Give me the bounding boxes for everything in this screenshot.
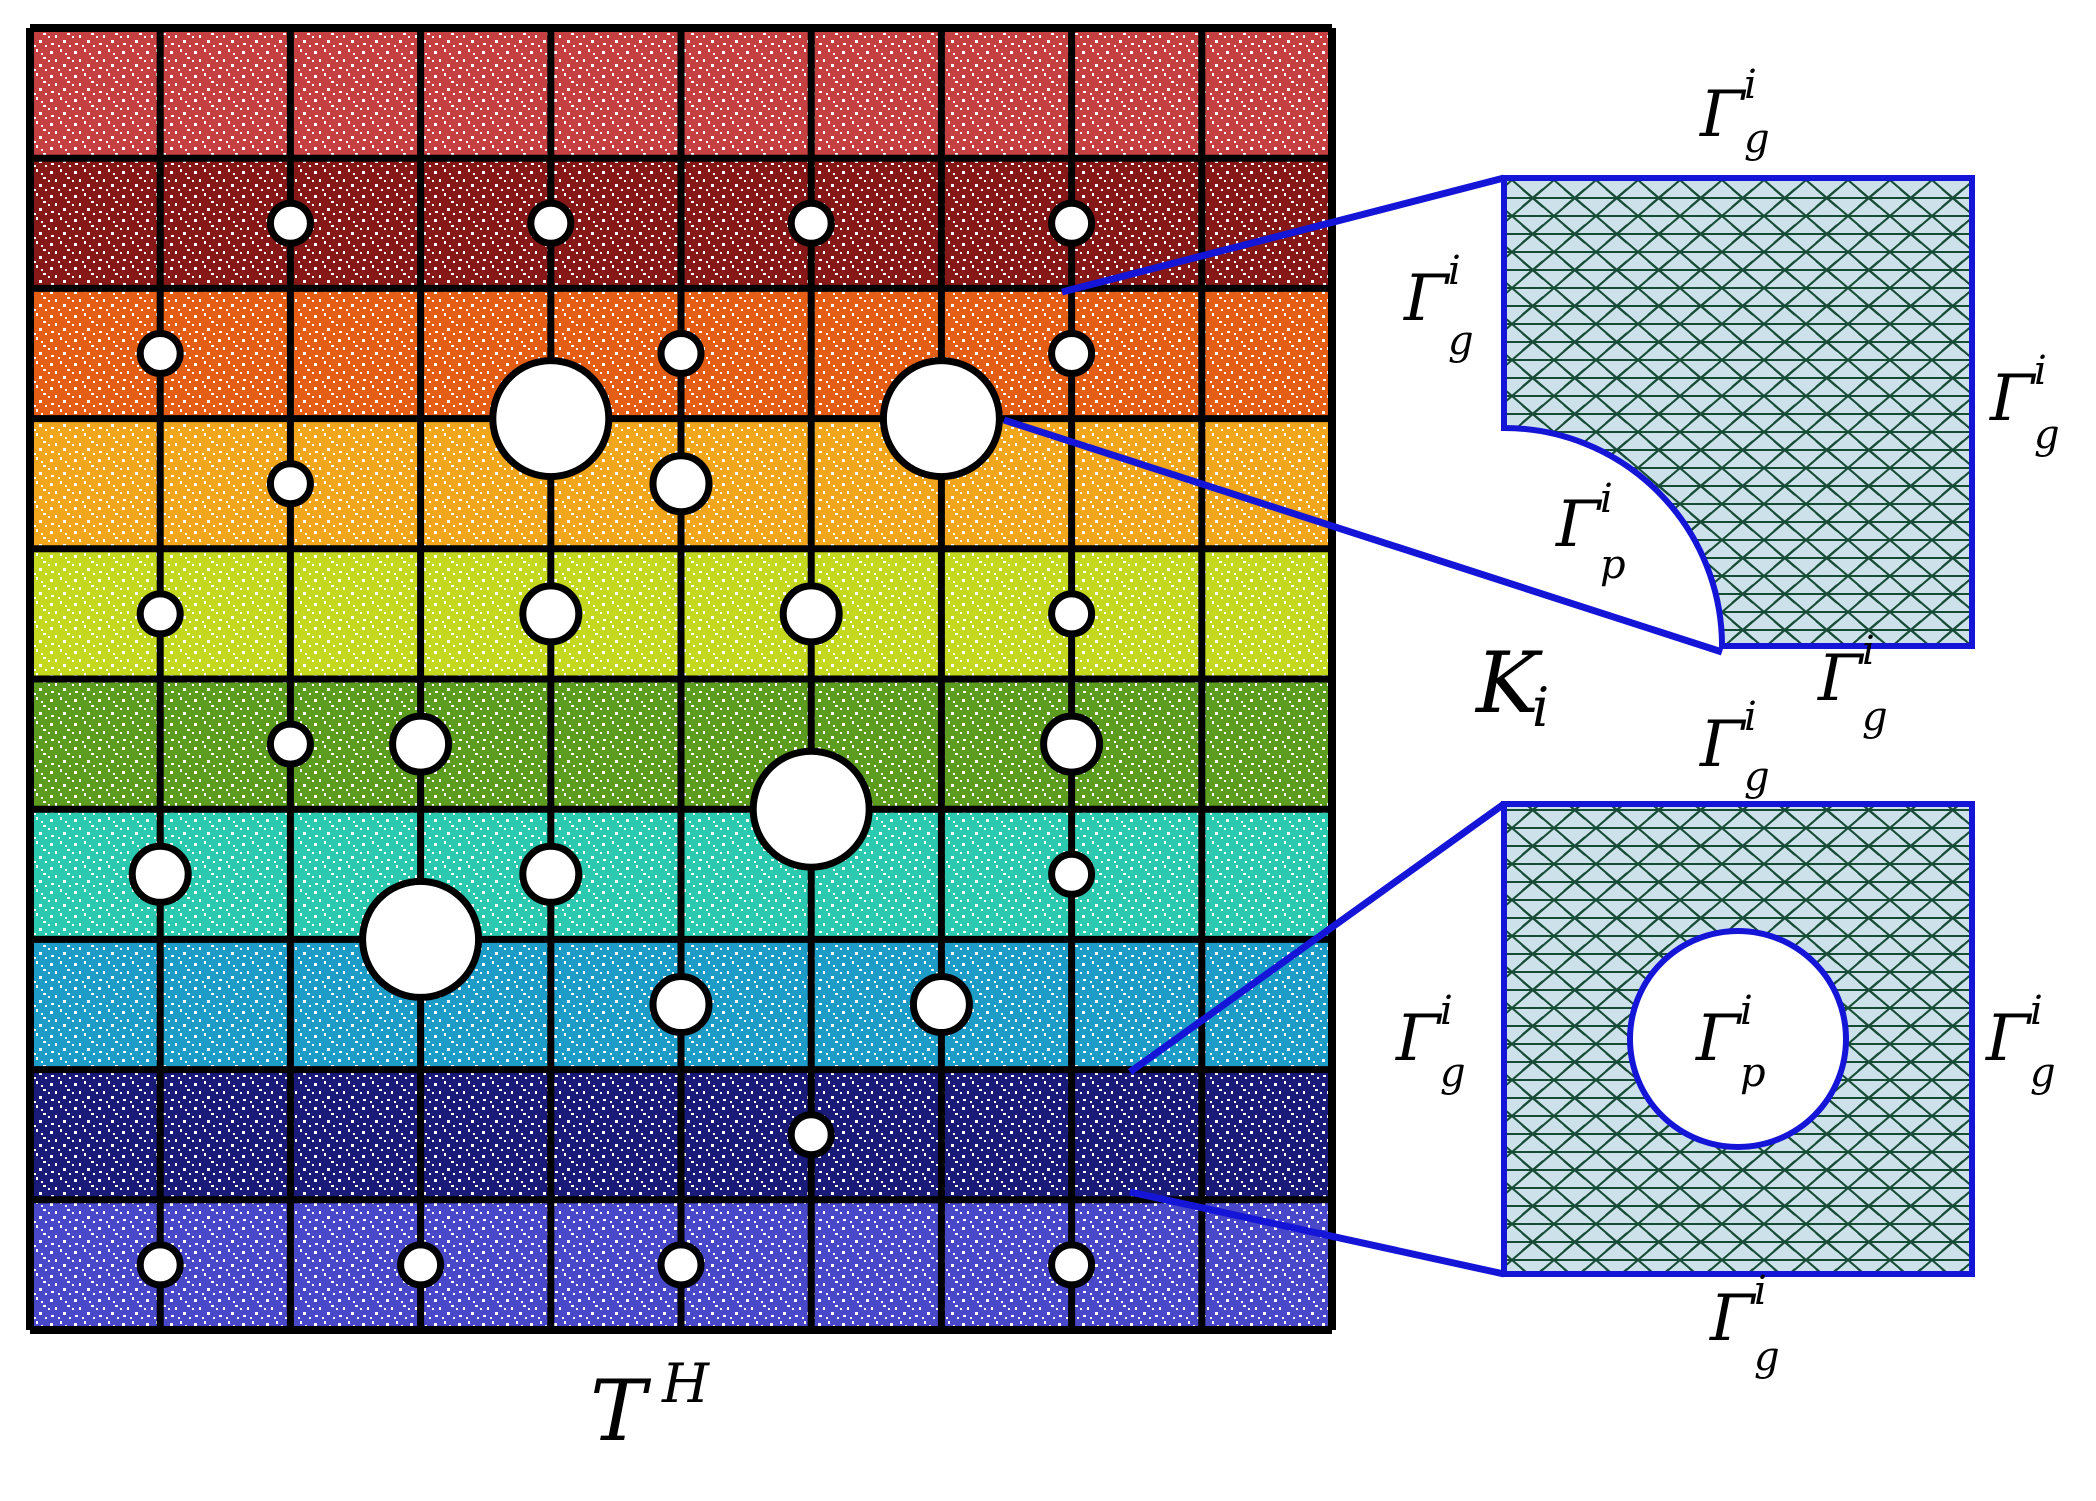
- svg-text:Γ: Γ: [1985, 1002, 2033, 1076]
- perforation-large: [489, 357, 613, 481]
- detail-element-top: [1501, 175, 1975, 649]
- svg-text:Γ: Γ: [1989, 362, 2037, 436]
- perforation-small: [1048, 330, 1096, 377]
- perforation-small: [397, 1241, 445, 1289]
- boundary-label-bottom-left: Γ i g: [1395, 988, 1466, 1096]
- perforation-small: [527, 199, 575, 247]
- detail-top-boundary: [1501, 175, 1975, 649]
- perforation-small: [1048, 199, 1096, 247]
- perforation-large: [879, 357, 1003, 481]
- perforation-medium: [649, 973, 713, 1036]
- boundary-label-top-perforation: Γ i p: [1555, 476, 1626, 588]
- perforation-medium: [389, 712, 453, 776]
- perforation-small: [266, 460, 314, 508]
- svg-text:Γ: Γ: [1709, 1282, 1757, 1356]
- svg-text:g: g: [2030, 1050, 2056, 1096]
- boundary-label-bottom-perforation: Γ i p: [1695, 988, 1766, 1096]
- detail-element-bottom: [1501, 801, 1975, 1277]
- svg-text:Γ: Γ: [1699, 78, 1747, 152]
- boundary-label-top-lower: Γ i g: [1817, 628, 1888, 740]
- svg-text:Γ: Γ: [1695, 1002, 1743, 1076]
- perforation-medium: [128, 842, 192, 906]
- perforation-medium: [909, 973, 973, 1036]
- zoom-line-top-1: [1061, 174, 1505, 296]
- svg-text:p: p: [1740, 1050, 1766, 1096]
- svg-text:i: i: [1740, 988, 1753, 1034]
- boundary-label-bottom-lower: Γ i g: [1709, 1268, 1780, 1380]
- perforation-medium: [1040, 712, 1104, 776]
- perforations: [128, 199, 1104, 1289]
- svg-text:i: i: [1744, 62, 1757, 108]
- svg-text:g: g: [1448, 318, 1474, 364]
- boundary-label-top-right: Γ i g: [1989, 348, 2060, 458]
- element-label-sub: i: [1532, 676, 1549, 739]
- zoom-connectors: [1002, 174, 1724, 1278]
- perforation-small: [136, 1241, 184, 1289]
- perforation-large: [749, 747, 873, 871]
- svg-text:g: g: [1754, 1334, 1780, 1380]
- svg-text:i: i: [1448, 248, 1461, 294]
- svg-text:i: i: [2034, 348, 2047, 394]
- svg-text:g: g: [1862, 694, 1888, 740]
- perforation-small: [136, 590, 184, 638]
- perforation-small: [657, 1241, 705, 1289]
- boundary-label-bottom-right: Γ i g: [1985, 988, 2056, 1096]
- svg-text:p: p: [1600, 542, 1626, 588]
- perforation-medium: [519, 842, 583, 906]
- svg-text:i: i: [1600, 476, 1613, 522]
- svg-text:Γ: Γ: [1403, 262, 1451, 336]
- zoom-line-top-2: [1002, 416, 1724, 656]
- boundary-label-bottom-upper: Γ i g: [1699, 694, 1770, 800]
- svg-text:i: i: [1862, 628, 1875, 674]
- svg-text:Γ: Γ: [1395, 1002, 1443, 1076]
- zoom-line-bottom-2: [1129, 1188, 1505, 1278]
- svg-text:i: i: [1754, 1268, 1767, 1314]
- detail-bottom-perforation: [1627, 928, 1849, 1150]
- svg-text:g: g: [2034, 412, 2060, 458]
- perforation-small: [657, 330, 705, 377]
- fine-mesh-label-sup: H: [661, 1352, 710, 1415]
- svg-text:Γ: Γ: [1817, 642, 1865, 716]
- boundary-label-top-left: Γ i g: [1403, 248, 1474, 364]
- perforation-small: [266, 199, 314, 247]
- perforation-small: [1048, 1241, 1096, 1289]
- svg-text:g: g: [1744, 116, 1770, 162]
- perforation-small: [787, 199, 835, 247]
- svg-text:Γ: Γ: [1555, 488, 1603, 562]
- perforation-medium: [519, 582, 583, 646]
- svg-text:g: g: [1440, 1050, 1466, 1096]
- boundary-label-top-upper: Γ i g: [1699, 62, 1770, 162]
- element-label: K i: [1474, 634, 1549, 739]
- svg-text:i: i: [2030, 988, 2043, 1034]
- fine-mesh-label: T H: [590, 1352, 710, 1460]
- perforation-medium: [649, 452, 713, 516]
- zoom-line-bottom-1: [1127, 801, 1507, 1075]
- perforation-small: [136, 330, 184, 377]
- perforation-small: [1048, 590, 1096, 638]
- svg-text:i: i: [1440, 988, 1453, 1034]
- svg-text:i: i: [1744, 694, 1757, 740]
- perforation-small: [787, 1111, 835, 1159]
- svg-text:Γ: Γ: [1699, 708, 1747, 782]
- perforation-medium: [779, 582, 843, 646]
- fine-mesh-label-main: T: [590, 1362, 652, 1460]
- perforation-large: [359, 877, 483, 1001]
- svg-text:g: g: [1744, 754, 1770, 800]
- element-label-main: K: [1474, 634, 1543, 732]
- perforation-small: [1048, 850, 1096, 898]
- perforation-small: [266, 720, 314, 768]
